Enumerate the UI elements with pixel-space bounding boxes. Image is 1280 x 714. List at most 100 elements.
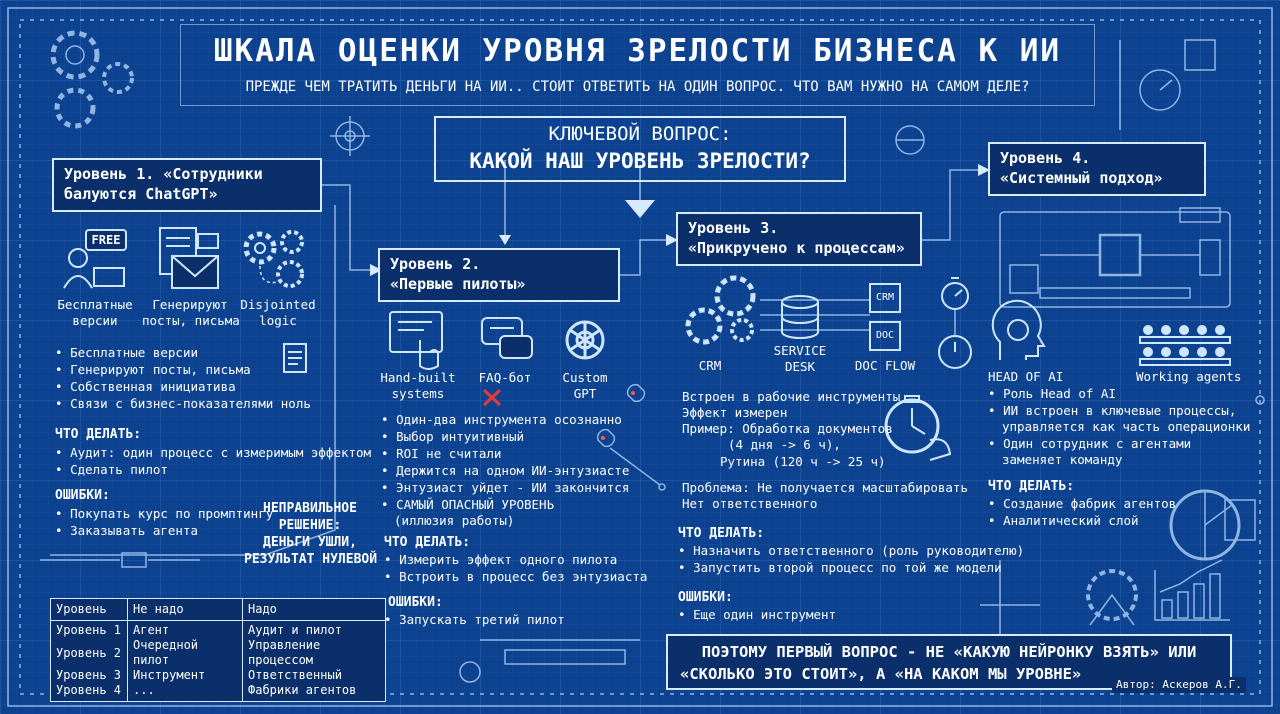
level2-bullet: Энтузиаст уйдет - ИИ закончится (381, 479, 629, 496)
level3-todo-list: Назначить ответственного (роль руководит… (678, 542, 1024, 576)
doc-tag: DOC (875, 330, 895, 341)
level4-title-line1: Уровень 4. (1000, 149, 1091, 167)
level3-line: Встроен в рабочие инструменты (682, 389, 901, 404)
wrong-line3: ДЕНЬГИ УШЛИ, (263, 535, 357, 550)
level1-title-line2: балуются ChatGPT» (64, 185, 218, 203)
level2-icon3-label: Custom GPT (548, 370, 622, 402)
table-row: Уровень 4 ... Фабрики агентов (50, 683, 386, 702)
title-frame (180, 24, 1095, 106)
table-cell: Уровень 4 (50, 683, 128, 702)
level3-line: Эффект измерен (682, 405, 788, 420)
level2-todo-title: ЧТО ДЕЛАТЬ: (384, 535, 471, 550)
level1-todo-list: Аудит: один процесс с измеримым эффектом… (55, 444, 371, 478)
table-row: Уровень 1 Агент Аудит и пилот (50, 620, 386, 638)
docflow-label: DOC FLOW (854, 358, 916, 373)
head-of-ai-label: HEAD OF AI (988, 369, 1064, 384)
page-title: ШКАЛА ОЦЕНКИ УРОВНЯ ЗРЕЛОСТИ БИЗНЕСА К И… (213, 33, 1062, 69)
level1-errors-title: ОШИБКИ: (55, 488, 110, 503)
level1-bullet: Связи с бизнес-показателями ноль (55, 395, 311, 412)
table-header-cell: Надо (242, 598, 386, 621)
level3-line: Пример: Обработка документов (682, 421, 893, 436)
table-row: Уровень 3 Инструмент Ответственный (50, 668, 386, 683)
level3-errors-list: Еще один инструмент (678, 606, 836, 623)
l2-icon1-line1: Hand-built (380, 370, 456, 385)
wrong-line4: РЕЗУЛЬТАТ НУЛЕВОЙ (244, 552, 378, 567)
level4-todo-list: Создание фабрик агентов Аналитический сл… (988, 495, 1176, 529)
level4-bullet-cont: управляется как часть операционки (1002, 419, 1251, 434)
level1-title-box: Уровень 1. «Сотрудники балуются ChatGPT» (52, 158, 322, 212)
wrong-line1: НЕПРАВИЛЬНОЕ (263, 501, 357, 516)
free-badge: FREE (91, 233, 121, 247)
level1-title-line1: Уровень 1. «Сотрудники (64, 165, 263, 183)
level2-title-box: Уровень 2. «Первые пилоты» (378, 248, 620, 302)
level3-errors-title: ОШИБКИ: (678, 590, 733, 605)
table-cell: ... (127, 683, 243, 702)
level4-title-line2: «Системный подход» (1000, 169, 1163, 187)
level3-error-item: Еще один инструмент (678, 606, 836, 623)
level3-problem: Проблема: Не получается масштабировать (682, 480, 968, 495)
key-question-text: КАКОЙ НАШ УРОВЕНЬ ЗРЕЛОСТИ? (469, 149, 811, 173)
table-cell: Управление процессом (248, 638, 321, 667)
table-cell: Ответственный (248, 668, 342, 682)
page-subtitle: ПРЕЖДЕ ЧЕМ ТРАТИТЬ ДЕНЬГИ НА ИИ.. СТОИТ … (245, 79, 1030, 95)
level1-error-item: Заказывать агента (55, 522, 273, 539)
level1-todo-item: Сделать пилот (55, 461, 371, 478)
summary-table: Уровень Не надо Надо Уровень 1 Агент Ауд… (50, 598, 386, 702)
table-cell: Уровень 2 (50, 638, 128, 668)
level1-free-icon: FREE (60, 226, 130, 292)
wrong-line2: РЕШЕНИЕ: (278, 518, 342, 533)
level1-icon2-label: Генерируют посты, письма (142, 297, 240, 329)
level4-todo-item: Создание фабрик агентов (988, 495, 1176, 512)
level2-errors-title: ОШИБКИ: (388, 595, 443, 610)
level1-gears-icon (240, 226, 310, 292)
table-header-cell: Уровень (50, 598, 128, 621)
wrong-decision-note: НЕПРАВИЛЬНОЕ РЕШЕНИЕ: ДЕНЬГИ УШЛИ, РЕЗУЛ… (244, 500, 378, 568)
level2-bullets: Один-два инструмента осознанно Выбор инт… (381, 411, 629, 513)
level1-icon1-label: Бесплатные версии (52, 297, 138, 329)
level2-title-line1: Уровень 2. (390, 255, 481, 273)
l2-icon3-line1: Custom (562, 370, 608, 385)
level1-bullets: Бесплатные версии Генерируют посты, пись… (55, 344, 311, 412)
level2-todo-item: Измерить эффект одного пилота (384, 551, 647, 568)
icon3-label-line2: logic (259, 313, 297, 328)
icon1-label-line1: Бесплатные (57, 297, 133, 312)
table-row: Уровень 2 Очередной пилот Управление про… (50, 638, 386, 668)
level3-todo-item: Запустить второй процесс по той же модел… (678, 559, 1024, 576)
table-header-row: Уровень Не надо Надо (50, 598, 386, 621)
level1-icon3-label: Disjointed logic (236, 297, 320, 329)
level3-title-box: Уровень 3. «Прикручено к процессам» (676, 212, 922, 266)
level4-bullet: ИИ встроен в ключевые процессы, (988, 402, 1236, 419)
level2-icon1-label: Hand-built systems (378, 370, 458, 402)
key-question-box (434, 116, 846, 182)
author-label: Автор: Аскеров А.Г. (1112, 677, 1246, 693)
level3-title-line2: «Прикручено к процессам» (688, 239, 905, 257)
level1-bullet: Генерируют посты, письма (55, 361, 311, 378)
level3-line: Рутина (120 ч -> 25 ч) (720, 454, 886, 469)
level2-bullet: ROI не считали (381, 445, 629, 462)
crm-tag: CRM (875, 292, 895, 303)
level2-todo-item: Встроить в процесс без энтузиаста (384, 568, 647, 585)
level2-error-item: Запускать третий пилот (384, 611, 565, 628)
icon1-label-line2: версии (72, 313, 118, 328)
service-desk-label: SERVICE DESK (764, 343, 836, 375)
service-line2: DESK (784, 359, 816, 374)
conclusion-line2: «СКОЛЬКО ЭТО СТОИТ», А «НА КАКОМ МЫ УРОВ… (680, 665, 1082, 683)
working-agents-label: Working agents (1136, 369, 1242, 384)
level2-bullet: Один-два инструмента осознанно (381, 411, 629, 428)
level1-bullet: Собственная инициатива (55, 378, 311, 395)
table-cell: Фабрики агентов (248, 683, 357, 697)
level1-error-item: Покупать курс по промптингу (55, 505, 273, 522)
icon3-label-line1: Disjointed (240, 297, 316, 312)
level1-errors-list: Покупать курс по промптингу Заказывать а… (55, 505, 273, 539)
level3-todo-title: ЧТО ДЕЛАТЬ: (678, 526, 765, 541)
level2-bullet: Держится на одном ИИ-энтузиасте (381, 462, 629, 479)
service-line1: SERVICE (773, 343, 827, 358)
level2-bullet: Выбор интуитивный (381, 428, 629, 445)
table-cell: Инструмент (127, 668, 243, 683)
conclusion-line1: ПОЭТОМУ ПЕРВЫЙ ВОПРОС - НЕ «КАКУЮ НЕЙРОН… (701, 643, 1197, 661)
mail-icon (159, 227, 219, 289)
level3-line: (4 дня -> 6 ч), (728, 437, 841, 452)
table-cell: Аудит и пилот (248, 623, 342, 637)
